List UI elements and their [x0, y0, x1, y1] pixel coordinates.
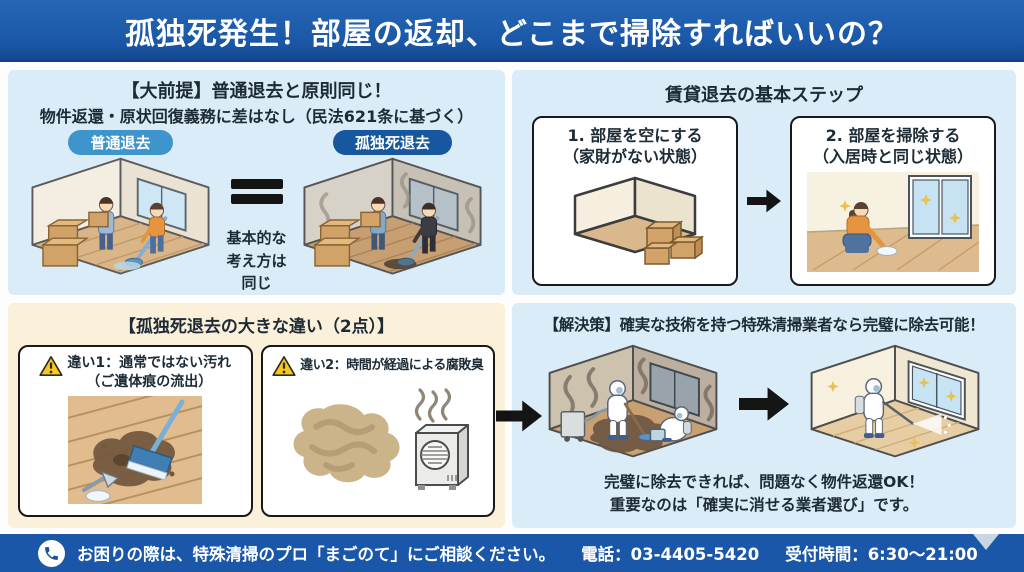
steps-row: 1. 部屋を空にする （家財がない状態）	[512, 116, 1016, 286]
solution-row	[512, 340, 1016, 468]
step1-title: 1. 部屋を空にする （家財がない状態）	[562, 126, 707, 167]
phone-icon	[38, 539, 65, 567]
lonely-death-room-illustration	[303, 158, 482, 275]
contact-phone: 電話：03-4405-5420	[581, 545, 760, 564]
lonely-death-moveout-column: 孤独死退去	[290, 130, 495, 287]
premise-heading: 【大前提】普通退去と原則同じ！ 物件返還・原状回復義務に差はなし（民法621条に…	[8, 79, 505, 128]
panel-premise: 【大前提】普通退去と原則同じ！ 物件返還・原状回復義務に差はなし（民法621条に…	[8, 70, 505, 295]
page-title: 孤独死発生！部屋の返却、どこまで掃除すればいいの？	[124, 17, 900, 52]
differences-heading: 【孤独死退去の大きな違い（2点）】	[118, 317, 395, 337]
equals-caption: 基本的な 考え方は同じ	[226, 229, 287, 293]
contact-message: お困りの際は、特殊清掃のプロ「まごのて」にご相談ください。	[77, 545, 556, 564]
title-bar: 孤独死発生！部屋の返却、どこまで掃除すればいいの？	[0, 0, 1024, 62]
diff1-text: 違い1：通常ではない汚れ （ご遺体痕の流出）	[67, 355, 232, 390]
solution-note: 完璧に除去できれば、問題なく物件返還OK！ 重要なのは「確実に消せる業者選び」で…	[604, 473, 924, 515]
cleaning-room-illustration	[806, 172, 980, 273]
lonely-death-moveout-badge: 孤独死退去	[332, 130, 452, 156]
dirty-room-cleanup-illustration	[548, 344, 718, 458]
equals-column: 基本的な 考え方は同じ	[223, 130, 290, 295]
panel-solution: 【解決策】確実な技術を持つ特殊清掃業者なら完璧に除去可能！	[512, 303, 1016, 528]
differences-row: 違い1：通常ではない汚れ （ご遺体痕の流出）	[18, 345, 495, 517]
diff2-heading: 違い2：時間が経過による腐敗臭	[268, 354, 489, 377]
arrow-right-icon	[747, 189, 781, 213]
premise-heading-line2: 物件返還・原状回復義務に差はなし（民法621条に基づく）	[39, 107, 474, 127]
normal-moveout-column: 普通退去	[18, 130, 223, 287]
step1-box: 1. 部屋を空にする （家財がない状態）	[532, 116, 738, 286]
arrow-right-icon	[739, 387, 789, 421]
playhead-triangle-marker	[973, 534, 999, 550]
diff1-box: 違い1：通常ではない汚れ （ご遺体痕の流出）	[18, 345, 253, 517]
floor-stain-illustration	[68, 395, 203, 504]
panel-steps: 賃貸退去の基本ステップ 1. 部屋を空にする （家財がない状態）	[512, 70, 1016, 295]
arrow-right-icon	[496, 400, 542, 432]
odor-machine-illustration	[293, 388, 469, 490]
panel-differences: 【孤独死退去の大きな違い（2点）】 違い1：通常ではない汚れ （ご遺体痕の流出）	[8, 303, 505, 528]
warning-icon	[272, 356, 296, 376]
premise-compare-row: 普通退去	[8, 128, 505, 295]
normal-moveout-room-illustration	[31, 158, 210, 275]
contact-bar: お困りの際は、特殊清掃のプロ「まごのて」にご相談ください。 電話：03-4405…	[0, 534, 1024, 572]
warning-icon	[39, 356, 63, 376]
step2-title: 2. 部屋を掃除する （入居時と同じ状態）	[812, 126, 973, 167]
steps-heading: 賃貸退去の基本ステップ	[665, 85, 863, 106]
premise-heading-line1: 【大前提】普通退去と原則同じ！	[121, 81, 392, 102]
solution-heading: 【解決策】確実な技術を持つ特殊清掃業者なら完璧に除去可能！	[543, 316, 985, 334]
diff2-text: 違い2：時間が経過による腐敗臭	[300, 358, 484, 373]
contact-hours: 受付時間：6:30〜21:00	[785, 545, 978, 564]
clean-room-illustration	[810, 344, 980, 458]
step2-box: 2. 部屋を掃除する （入居時と同じ状態）	[790, 116, 996, 286]
empty-room-illustration	[573, 176, 705, 265]
equals-icon	[230, 174, 283, 209]
normal-moveout-badge: 普通退去	[68, 130, 173, 156]
diff2-box: 違い2：時間が経過による腐敗臭	[260, 345, 495, 517]
diff1-heading: 違い1：通常ではない汚れ （ご遺体痕の流出）	[25, 354, 246, 392]
